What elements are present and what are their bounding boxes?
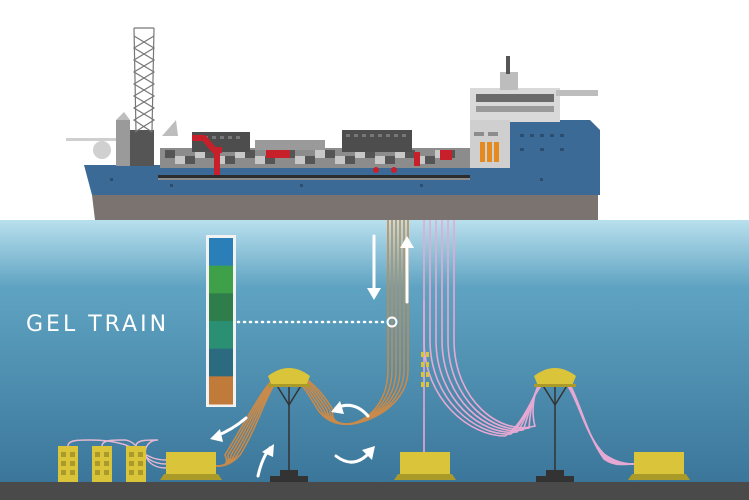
gel-train-label: GEL TRAIN — [26, 312, 169, 337]
subsea-templates — [58, 446, 146, 482]
seabed — [0, 482, 749, 500]
midwater-buoy-right — [534, 368, 576, 387]
midwater-buoy-left — [268, 368, 310, 387]
gel-segment — [209, 348, 233, 377]
subsea-manifold-center — [394, 452, 456, 480]
orange-tank — [480, 142, 485, 162]
hull-bottom — [92, 195, 598, 220]
jumper-line — [67, 439, 167, 461]
stern-dome — [93, 141, 111, 159]
drilling-derrick — [132, 27, 156, 133]
bridge — [470, 88, 560, 122]
curved-arrow-2 — [334, 446, 375, 464]
gel-train-marker — [386, 316, 398, 328]
subsea-manifold-right — [628, 452, 690, 480]
curved-arrow-4 — [256, 444, 274, 478]
gel-segment — [209, 238, 233, 267]
gel-train-column — [206, 235, 236, 407]
anchor-block — [270, 476, 308, 482]
flow-arrows — [210, 234, 414, 478]
jumper-line — [101, 439, 167, 465]
pipelay-vessel — [66, 56, 600, 220]
gel-segment — [209, 265, 233, 294]
up-arrow — [400, 236, 414, 304]
riser-buoyancy-modules — [421, 352, 429, 387]
gel-segment — [209, 376, 233, 405]
stern-tower — [116, 120, 130, 166]
deck-house-right — [342, 130, 412, 152]
gel-segment — [209, 293, 233, 322]
subsea-manifold-left — [160, 452, 222, 480]
gel-segment — [209, 321, 233, 350]
curved-arrow-1 — [331, 401, 370, 418]
curved-arrow-3 — [210, 416, 248, 442]
down-arrow — [367, 234, 381, 300]
jumper-line — [135, 439, 167, 469]
anchor-block — [536, 476, 574, 482]
